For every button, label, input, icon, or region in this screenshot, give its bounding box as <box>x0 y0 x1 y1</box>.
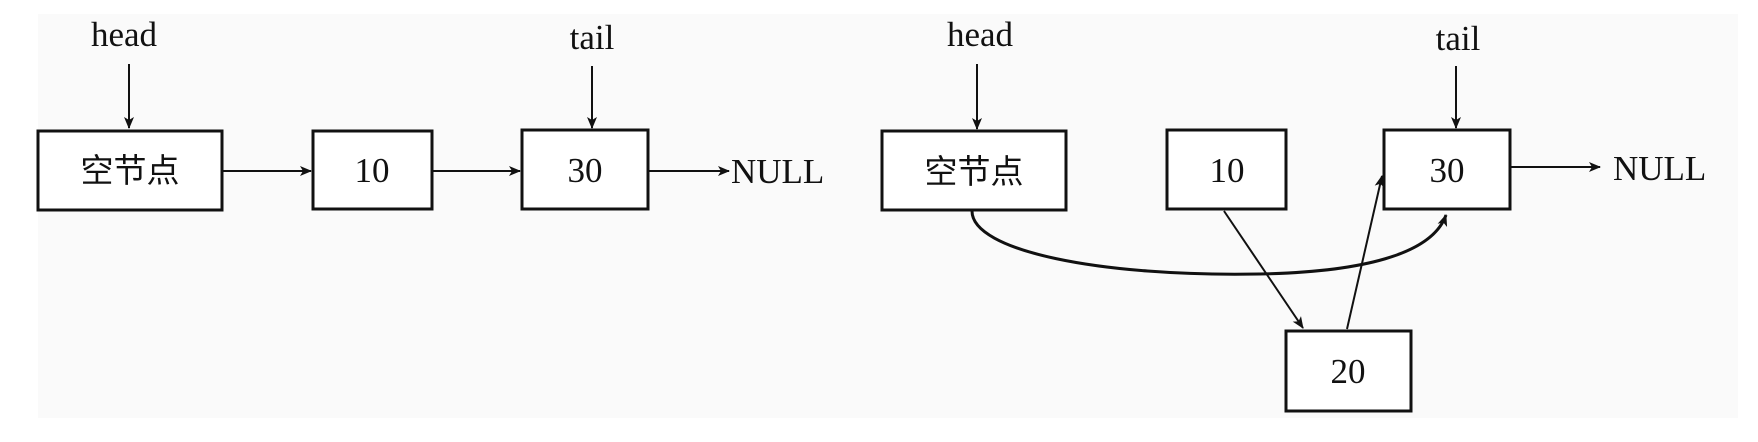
left-node-empty-label: 空节点 <box>81 151 180 190</box>
left-node-30 <box>520 128 650 211</box>
right-node-30 <box>1382 128 1512 211</box>
left-tail-label: tail <box>570 18 615 57</box>
right-node-10-label: 10 <box>1210 151 1245 190</box>
left-diagram: head tail 空节点 10 30 NULL <box>36 15 824 212</box>
right-link-20-to-30 <box>1346 175 1385 330</box>
left-node-empty <box>36 129 224 212</box>
right-link-10-to-20 <box>1223 210 1304 329</box>
right-diagram: head tail 空节点 10 30 20 NULL <box>880 15 1706 413</box>
right-null-label: NULL <box>1613 149 1706 188</box>
diagram-backdrop <box>38 14 1738 418</box>
right-head-label: head <box>947 15 1014 54</box>
right-node-20 <box>1284 329 1413 413</box>
left-head-label: head <box>91 15 158 54</box>
left-node-10-label: 10 <box>355 151 390 190</box>
right-node-10 <box>1165 128 1288 211</box>
right-node-20-label: 20 <box>1331 352 1366 391</box>
right-tail-label: tail <box>1436 19 1481 58</box>
right-node-empty <box>880 129 1068 212</box>
right-node-empty-label: 空节点 <box>925 152 1024 191</box>
left-null-label: NULL <box>731 152 824 191</box>
left-node-30-label: 30 <box>568 151 603 190</box>
right-node-30-label: 30 <box>1430 151 1465 190</box>
right-link-empty-to-30 <box>970 210 1448 276</box>
